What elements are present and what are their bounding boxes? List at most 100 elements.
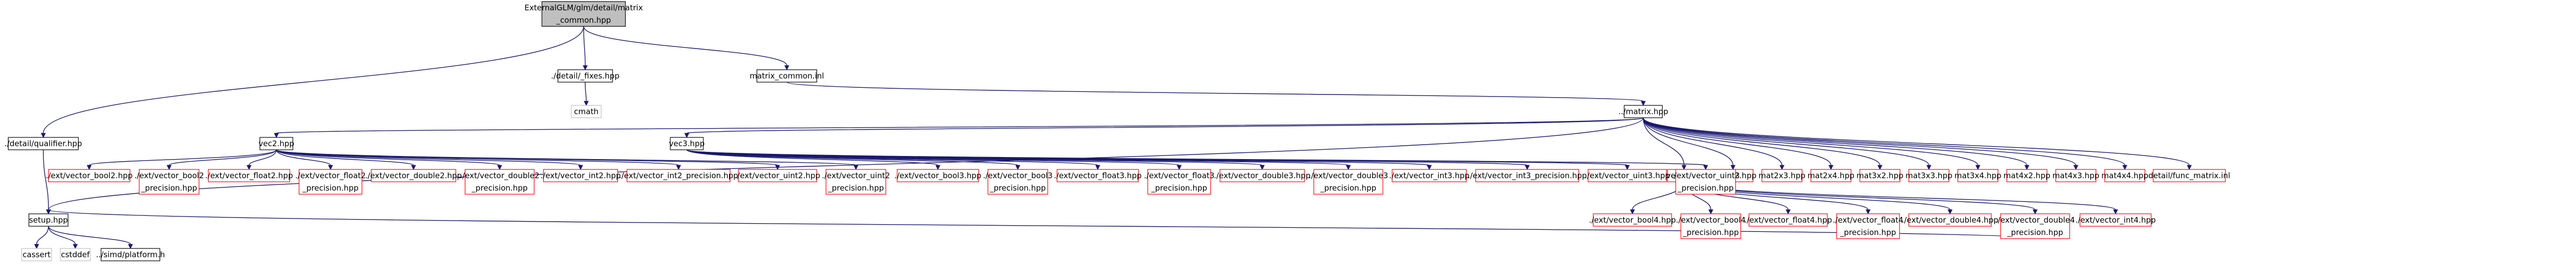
- node-label: ./ext/vector_double2: [460, 171, 539, 181]
- node-v3b3[interactable]: ./ext/vector_bool3.hpp: [895, 169, 982, 182]
- edge-vec2-to-v2i2p: [276, 149, 681, 170]
- node-label: ./ext/vector_int3_precision.hpp: [1467, 171, 1587, 181]
- node-label: _precision.hpp: [1682, 228, 1739, 238]
- node-v3f3[interactable]: ./ext/vector_float3.hpp: [1054, 169, 1142, 182]
- node-v2d2p[interactable]: ./ext/vector_double2_precision.hpp: [460, 169, 539, 195]
- node-m2x3[interactable]: mat2x3.hpp: [1759, 169, 1806, 182]
- node-cstddef[interactable]: cstddef: [60, 248, 91, 261]
- node-label: matrix_common.inl: [750, 71, 824, 81]
- node-m4x2[interactable]: mat4x2.hpp: [2004, 169, 2051, 182]
- node-label: ../matrix.hpp: [1619, 107, 1669, 116]
- node-label: setup.hpp: [29, 215, 68, 225]
- node-label: ./ext/vector_double4: [1995, 215, 2075, 225]
- edge-root-to-qualifier: [41, 26, 584, 138]
- node-label: ./detail/_fixes.hpp: [551, 71, 620, 81]
- edge-vec2-to-v2i2: [276, 149, 583, 170]
- node-label: ./ext/vector_float3: [1144, 171, 1215, 181]
- node-label: cassert: [23, 250, 51, 259]
- edge-matrix-to-m2x3: [1643, 117, 1785, 170]
- node-label: _precision.hpp: [1151, 183, 1208, 193]
- node-funcm[interactable]: detail/func_matrix.inl: [2149, 169, 2231, 182]
- node-cassert[interactable]: cassert: [21, 248, 52, 261]
- node-v4d4[interactable]: ./ext/vector_double4.hpp: [1902, 213, 1999, 227]
- edge-root-to-fixes: [583, 26, 588, 71]
- edge-root-to-mcinl: [583, 26, 789, 71]
- node-v2f2p[interactable]: ./ext/vector_float2_precision.hpp: [295, 169, 366, 195]
- edge-matrix-to-vec3: [684, 117, 1644, 138]
- node-v2b2[interactable]: ./ext/vector_bool2.hpp: [46, 169, 133, 182]
- edge-matrix-to-m3x4: [1643, 117, 1980, 170]
- node-v4d4p[interactable]: ./ext/vector_double4 _precision.hpp: [1995, 213, 2075, 239]
- node-v3i3p[interactable]: ./ext/vector_int3_precision.hpp: [1467, 169, 1587, 182]
- edge-setup-to-cassert: [34, 226, 49, 249]
- node-setup[interactable]: setup.hpp: [28, 213, 69, 227]
- node-label: ./ext/vector_double2.hpp: [365, 171, 462, 181]
- node-label: mat2x3.hpp: [1759, 171, 1806, 180]
- edge-vec4-to-v4d4p: [1683, 181, 2038, 215]
- node-v3i3[interactable]: ./ext/vector_int3.hpp: [1389, 169, 1469, 182]
- edge-matrix-to-setup: [46, 117, 1644, 215]
- node-v2i2[interactable]: ./ext/vector_int2.hpp: [540, 169, 621, 182]
- edge-vec2-to-v2f2: [246, 149, 277, 170]
- node-m4x3[interactable]: mat4x3.hpp: [2053, 169, 2100, 182]
- node-vec3[interactable]: vec3.hpp: [669, 137, 705, 150]
- node-matrix[interactable]: ../matrix.hpp: [1619, 105, 1669, 118]
- node-label: _precision.hpp: [989, 183, 1046, 193]
- node-label: mat3x2.hpp: [1857, 171, 1904, 180]
- node-m3x2[interactable]: mat3x2.hpp: [1857, 169, 1904, 182]
- node-cmath[interactable]: cmath: [571, 105, 602, 118]
- edge-matrix-to-m4x4: [1643, 117, 2127, 170]
- node-fixes[interactable]: ./detail/_fixes.hpp: [551, 69, 620, 83]
- node-label: ./ext/vector_double3: [1309, 171, 1388, 181]
- node-m4x4[interactable]: mat4x4.hpp: [2102, 169, 2149, 182]
- edge-matrix-to-vec4: [1643, 117, 1687, 170]
- edge-fixes-to-cmath: [584, 82, 589, 106]
- edge-matrix-to-m2x4: [1643, 117, 1834, 170]
- node-v3d3[interactable]: ./ext/vector_double3.hpp: [1214, 169, 1311, 182]
- node-v4b4[interactable]: ./ext/vector_bool4.hpp: [1589, 213, 1676, 227]
- node-label: vec3.hpp: [669, 139, 704, 148]
- node-v2i2p[interactable]: ./ext/vector_int2_precision.hpp: [619, 169, 738, 182]
- edge-matrix-to-funcm: [1643, 117, 2192, 170]
- node-v4b4p[interactable]: ./ext/vector_bool4_precision.hpp: [1676, 213, 1746, 239]
- node-v2b2p[interactable]: ./ext/vector_bool2_precision.hpp: [134, 169, 204, 195]
- edge-vec2-to-v2d2p: [276, 149, 502, 170]
- node-qualifier[interactable]: ./detail/qualifier.hpp: [5, 137, 82, 150]
- node-v2u2p[interactable]: ./ext/vector_uint2_precision.hpp: [822, 169, 890, 195]
- node-label: _precision.hpp: [1320, 183, 1377, 193]
- node-root[interactable]: ExternalGLM/glm/detail/matrix_common.hpp: [524, 1, 643, 27]
- node-m3x3[interactable]: mat3x3.hpp: [1906, 169, 1953, 182]
- node-label: _precision.hpp: [828, 183, 884, 193]
- node-v3u3[interactable]: ./ext/vector_uint3.hpp: [1584, 169, 1670, 182]
- node-label: cstddef: [61, 250, 90, 259]
- edge-matrix-to-m4x3: [1643, 117, 2078, 170]
- node-v2d2[interactable]: ./ext/vector_double2.hpp: [365, 169, 462, 182]
- node-v3f3p[interactable]: ./ext/vector_float3 _precision.hpp: [1144, 169, 1215, 195]
- node-label: ./ext/vector_float4: [1833, 215, 1904, 225]
- node-label: _precision.hpp: [2007, 228, 2063, 238]
- node-v4f4p[interactable]: ./ext/vector_float4_precision.hpp: [1833, 213, 1904, 239]
- node-v2f2[interactable]: ./ext/vector_float2.hpp: [205, 169, 293, 182]
- node-m3x4[interactable]: mat3x4.hpp: [1955, 169, 2002, 182]
- node-label: ./detail/qualifier.hpp: [5, 139, 82, 148]
- node-platform[interactable]: ../simd/platform.h: [96, 248, 165, 261]
- edge-matrix-to-m3x3: [1643, 117, 1931, 170]
- node-v4i4[interactable]: ./ext/vector_int4.hpp: [2075, 213, 2156, 227]
- node-label: ./ext/vector_float2: [295, 171, 366, 181]
- node-v3u3p[interactable]: ./ext/vector_uint3_precision.hpp: [1672, 169, 1740, 195]
- node-m2x4[interactable]: mat2x4.hpp: [1808, 169, 1855, 182]
- edge-setup-to-cstddef: [48, 226, 78, 249]
- node-v3d3p[interactable]: ./ext/vector_double3 _precision.hpp: [1309, 169, 1388, 195]
- node-mcinl[interactable]: matrix_common.inl: [750, 69, 824, 83]
- edge-mcinl-to-matrix: [786, 82, 1646, 106]
- node-v3b3p[interactable]: ./ext/vector_bool3_precision.hpp: [983, 169, 1053, 195]
- node-label: _common.hpp: [556, 15, 611, 25]
- edge-setup-to-platform: [48, 226, 133, 249]
- node-label: ./ext/vector_bool3.hpp: [895, 171, 982, 181]
- node-v4f4[interactable]: ./ext/vector_float4.hpp: [1744, 213, 1832, 227]
- edge-vec2-to-v2d2: [276, 149, 416, 170]
- node-label: ./ext/vector_double3.hpp: [1214, 171, 1311, 181]
- node-vec2[interactable]: vec2.hpp: [258, 137, 294, 150]
- edge-vec4-to-v4i4: [1683, 181, 2118, 215]
- node-v2u2[interactable]: ./ext/vector_uint2.hpp: [735, 169, 820, 182]
